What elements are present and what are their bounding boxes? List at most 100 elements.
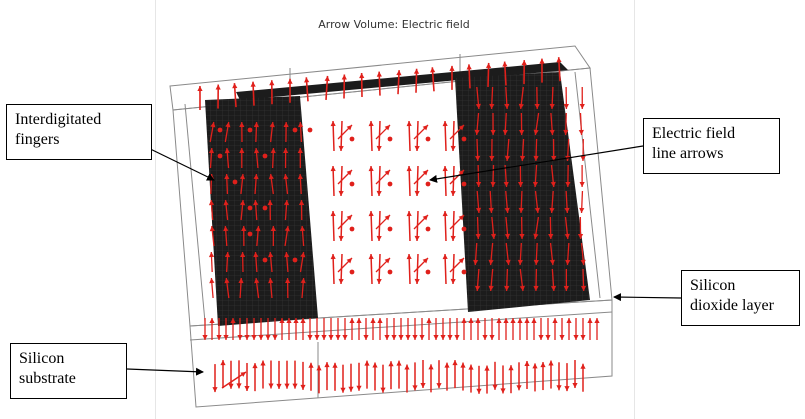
field-arrow [565,164,571,188]
field-arrow [396,70,402,95]
field-arrow [579,190,585,214]
field-arrow [533,112,540,136]
field-arrow [215,84,221,109]
electric-field-arrows [197,57,600,394]
field-arrow [496,318,502,340]
field-arrow-dot [349,181,355,187]
field-arrow [316,365,322,394]
field-arrow [239,147,245,169]
field-arrow [253,121,259,143]
field-arrow [587,318,593,340]
field-arrow [504,190,510,214]
callout-field-arrows: Electric field line arrows [643,118,780,174]
field-arrow [300,318,306,340]
field-arrow [580,363,586,392]
field-arrow [224,121,231,143]
field-arrow [533,268,539,292]
field-arrow [461,318,467,340]
field-arrow [297,173,303,195]
field-arrow [292,360,298,389]
field-arrow [549,86,555,110]
field-arrow [504,216,511,240]
field-arrow [406,253,412,285]
field-arrow-dot [232,179,238,185]
field-arrow [284,251,290,273]
field-arrow [533,138,539,162]
field-arrow [550,164,556,188]
field-arrow [388,361,394,390]
field-arrow-dot [349,136,355,142]
field-arrow [524,361,530,390]
field-arrow [341,74,347,99]
field-arrow [580,242,586,266]
field-arrow [580,138,586,162]
field-arrow [269,121,275,143]
field-arrow [594,318,600,340]
field-arrow [220,360,226,389]
field-arrow [563,112,569,136]
field-arrow [579,164,585,188]
field-arrow [444,362,450,391]
field-arrow [475,216,481,240]
field-arrow [405,318,411,340]
field-arrow [549,190,555,214]
field-arrow [449,124,465,140]
field-arrow [237,318,243,340]
field-arrow [440,318,446,340]
field-arrow [270,225,276,247]
field-arrow [284,360,290,389]
field-arrow [359,73,365,98]
field-arrow [283,121,289,143]
field-arrow [406,165,412,197]
field-arrow [228,360,234,389]
field-arrow [253,147,260,169]
field-arrow [449,257,465,273]
field-arrow [244,318,250,340]
field-arrow [578,112,584,136]
field-arrow [209,318,215,340]
field-arrow [564,216,570,240]
field-arrow [517,164,524,188]
field-arrow [330,165,336,197]
field-arrow [330,253,336,285]
field-arrow-dot [292,127,298,133]
field-arrow [460,362,466,391]
field-arrow [268,173,274,195]
field-arrow [208,251,215,273]
field-arrow [413,169,429,185]
field-arrow [372,362,378,391]
field-arrow [580,318,586,340]
field-arrow [490,164,496,188]
field-arrow-dot [425,269,431,275]
field-arrow [328,318,334,340]
field-arrow [239,199,246,221]
field-arrow [436,360,442,389]
field-arrow [505,242,511,266]
field-arrow [516,362,522,391]
field-arrow [299,225,306,247]
field-arrow [548,360,554,389]
field-arrow [209,225,215,247]
field-arrow [534,86,540,110]
field-arrow [337,124,353,140]
field-arrow [224,173,230,195]
field-arrow [406,120,412,152]
callout-substrate-line-2: substrate [19,370,76,387]
callout-arrows-line-1: Electric field [652,125,736,142]
field-arrow [252,363,258,392]
field-arrow [549,112,555,136]
callout-fingers-line-1: Interdigitated [15,111,102,128]
field-arrow [297,147,303,169]
field-arrow [404,364,410,393]
field-arrow [564,363,570,392]
field-arrow [209,277,215,299]
field-arrow-dot [247,205,253,211]
field-arrow [500,365,506,394]
field-arrow [468,364,474,393]
field-arrow [489,86,495,110]
field-arrow [287,78,293,103]
field-arrow [539,58,545,83]
field-arrow [490,216,497,240]
field-arrow [518,190,524,214]
field-arrow [283,173,289,195]
